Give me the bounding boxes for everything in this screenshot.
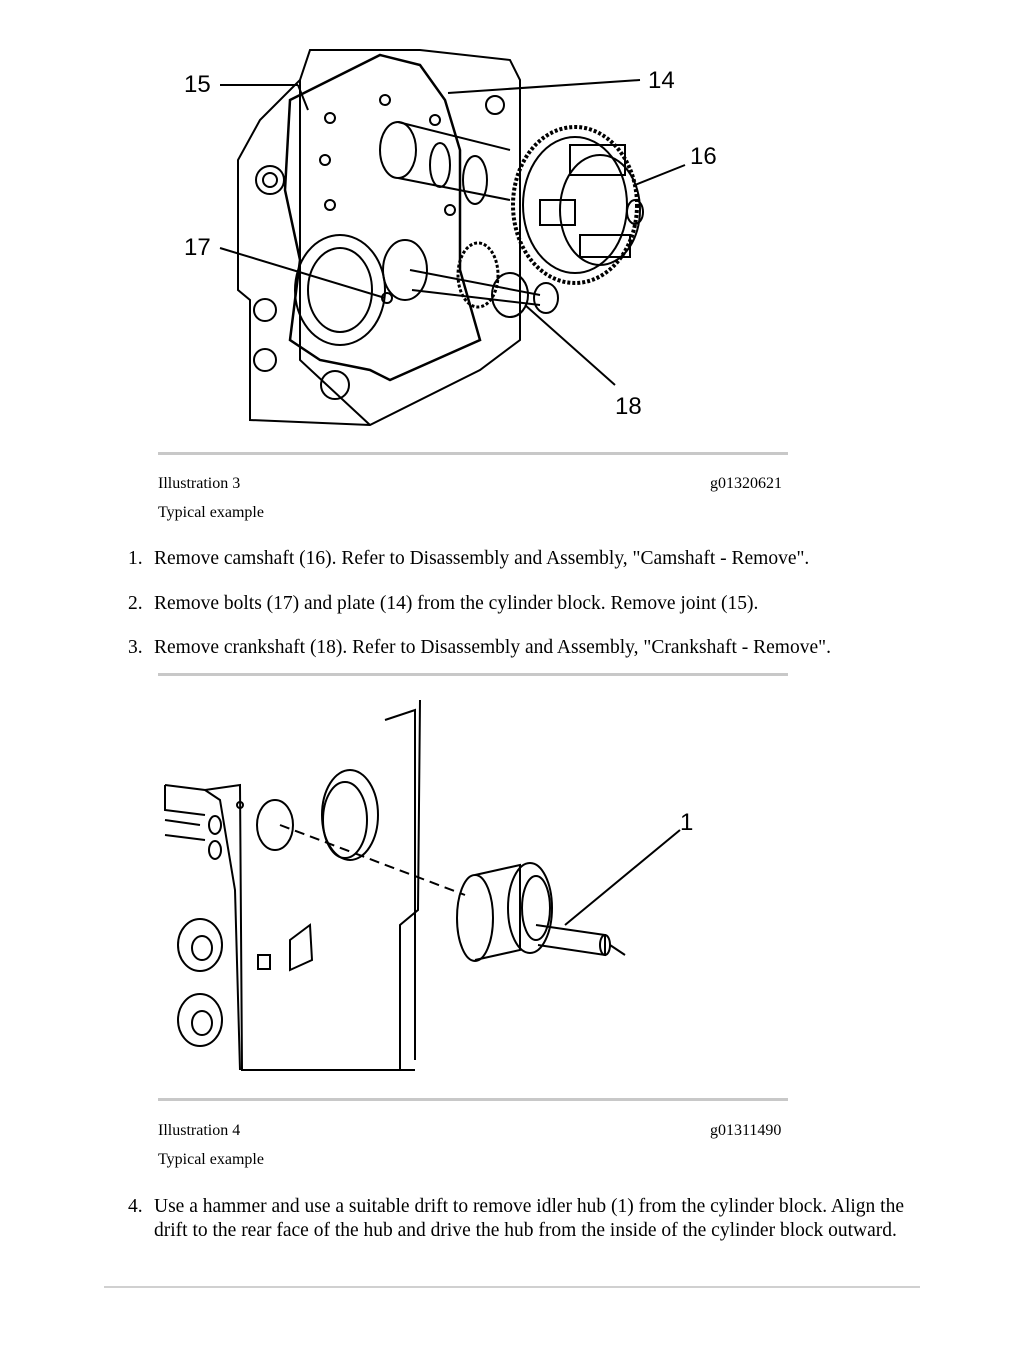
step-text: Remove bolts (17) and plate (14) from th…: [154, 593, 759, 614]
step-number: 3.: [128, 637, 143, 658]
illustration-caption: Typical example: [158, 504, 264, 521]
figure-top-rule: [158, 452, 788, 455]
illustration-3-drawing: 15 14 16 17 18: [184, 49, 717, 427]
step-number: 4.: [128, 1196, 143, 1217]
illustration-4-drawing: 1: [164, 699, 693, 1071]
step-number: 1.: [128, 548, 143, 569]
illustration-id: g01311490: [710, 1122, 782, 1139]
step-text: Use a hammer and use a suitable drift to…: [154, 1196, 904, 1241]
illustration-caption: Typical example: [158, 1151, 264, 1168]
callout-1: 1: [680, 809, 693, 836]
illustration-label: Illustration 4: [158, 1122, 241, 1139]
illustration-label: Illustration 3: [158, 475, 241, 492]
step-text: Remove crankshaft (18). Refer to Disasse…: [154, 637, 831, 658]
callout-17: 17: [184, 234, 211, 261]
page-bottom-rule: [104, 1286, 920, 1288]
figure-top-rule: [158, 673, 788, 676]
callout-16: 16: [690, 143, 717, 170]
callout-15: 15: [184, 71, 211, 98]
step-number: 2.: [128, 593, 143, 614]
figure-bottom-rule: [158, 1098, 788, 1101]
callout-18: 18: [615, 393, 642, 420]
callout-14: 14: [648, 67, 675, 94]
illustration-id: g01320621: [710, 475, 782, 492]
step-text: Remove camshaft (16). Refer to Disassemb…: [154, 548, 810, 569]
